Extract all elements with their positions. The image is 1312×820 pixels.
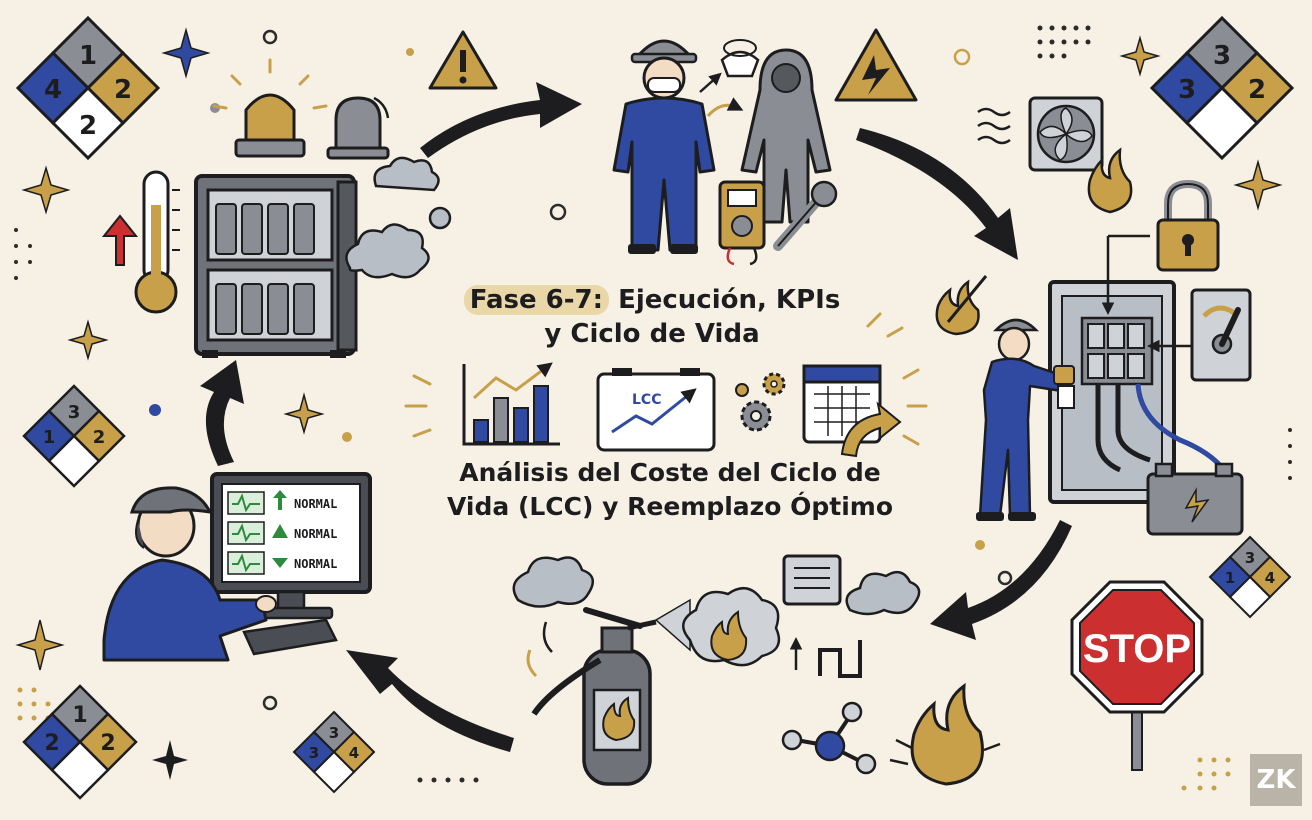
worker-ppe-figure bbox=[612, 39, 716, 254]
svg-text:1: 1 bbox=[43, 427, 56, 448]
sparkle-icon bbox=[161, 27, 211, 79]
dot-pattern-decoration bbox=[14, 25, 1292, 783]
nfpa-diamond-4: 3 1 4 bbox=[1208, 535, 1292, 619]
battery-icon bbox=[1146, 462, 1244, 536]
title-line2: y Ciclo de Vida bbox=[544, 319, 760, 349]
operator-figure bbox=[102, 486, 277, 662]
svg-text:2: 2 bbox=[114, 75, 132, 105]
diagram-title: Fase 6-7: Ejecución, KPIs y Ciclo de Vid… bbox=[452, 283, 852, 351]
battery-cabinet bbox=[194, 174, 358, 358]
technician-lockout-figure bbox=[976, 318, 1075, 521]
title-highlight: Fase 6-7: bbox=[463, 285, 610, 315]
cycle-arrow bbox=[200, 82, 1072, 752]
wrench-icon bbox=[773, 180, 838, 251]
status-normal-1: NORMAL bbox=[294, 497, 337, 511]
ring-decoration bbox=[262, 29, 278, 45]
padlock-icon bbox=[1156, 179, 1220, 272]
temperature-up-arrow-icon bbox=[101, 214, 139, 266]
air-vent-icon bbox=[782, 554, 842, 606]
svg-text:4: 4 bbox=[1265, 569, 1275, 587]
ring-decoration bbox=[549, 203, 567, 221]
svg-text:3: 3 bbox=[309, 744, 319, 762]
subtitle-line1: Análisis del Coste del Ciclo de bbox=[459, 458, 881, 487]
disconnect-switch-icon bbox=[1190, 288, 1252, 382]
kpi-bar-chart-icon bbox=[462, 362, 560, 446]
fire-hazard-small-icon bbox=[935, 275, 988, 336]
ring-decoration bbox=[997, 570, 1013, 586]
lcc-label: LCC bbox=[632, 392, 661, 408]
extinguisher-spray-cloud bbox=[654, 587, 781, 667]
ring-decoration bbox=[262, 695, 278, 711]
airflow-lines bbox=[977, 107, 1011, 145]
nfpa-diamond-5: 1 2 2 bbox=[22, 684, 138, 800]
svg-text:1: 1 bbox=[1225, 569, 1235, 587]
status-normal-3: NORMAL bbox=[294, 557, 337, 571]
svg-text:2: 2 bbox=[100, 731, 115, 756]
blue-dot bbox=[149, 404, 161, 416]
fire-icon bbox=[1087, 147, 1133, 214]
large-fire-icon bbox=[889, 682, 1001, 786]
svg-text:3: 3 bbox=[1245, 549, 1255, 567]
brand-logo: ZK bbox=[1250, 754, 1302, 806]
svg-text:1: 1 bbox=[79, 41, 97, 71]
svg-text:2: 2 bbox=[93, 427, 106, 448]
subtitle-line2: Vida (LCC) y Reemplazo Óptimo bbox=[447, 492, 893, 521]
multimeter-icon bbox=[718, 180, 766, 266]
gears-icon bbox=[735, 372, 786, 432]
fire-extinguisher-icon bbox=[531, 607, 657, 786]
pipe-icon bbox=[818, 640, 862, 678]
status-normal-2: NORMAL bbox=[294, 527, 337, 541]
svg-text:3: 3 bbox=[68, 402, 81, 423]
protective-suit-icon bbox=[740, 48, 832, 224]
monitor-screen: NORMAL NORMAL NORMAL bbox=[210, 472, 372, 620]
stop-sign: STOP bbox=[1070, 580, 1204, 771]
ventilation-fan-icon bbox=[1028, 96, 1104, 172]
bell-icon bbox=[326, 96, 390, 160]
sparkle-icon bbox=[15, 35, 1283, 671]
nfpa-diamond-1: 1 4 2 2 bbox=[15, 15, 161, 161]
nfpa-diamond-2: 3 3 2 bbox=[1149, 15, 1295, 161]
nfpa-diamond-3: 3 1 2 bbox=[22, 384, 126, 488]
svg-text:3: 3 bbox=[329, 724, 339, 742]
keyboard-icon bbox=[242, 618, 338, 656]
svg-text:2: 2 bbox=[1248, 75, 1266, 105]
svg-text:2: 2 bbox=[44, 731, 59, 756]
smoke-cloud-icon bbox=[512, 556, 595, 608]
gas-cloud-icon bbox=[845, 570, 921, 616]
calendar-icon bbox=[802, 364, 902, 458]
nfpa-diamond-6: 3 3 4 bbox=[292, 710, 376, 794]
emphasis-ticks bbox=[404, 312, 928, 446]
face-mask-icon bbox=[720, 39, 760, 78]
svg-text:3: 3 bbox=[1178, 75, 1196, 105]
electric-hazard-icon bbox=[834, 28, 918, 102]
alarm-light-icon bbox=[212, 58, 328, 158]
title-line1: Ejecución, KPIs bbox=[609, 285, 841, 315]
svg-text:2: 2 bbox=[79, 111, 97, 141]
sparkle-icon bbox=[152, 740, 188, 780]
thermometer-icon bbox=[134, 170, 180, 314]
electrical-panel bbox=[1048, 280, 1226, 504]
svg-text:1: 1 bbox=[72, 703, 87, 728]
svg-text:3: 3 bbox=[1213, 41, 1231, 71]
smoke-cloud-icon bbox=[345, 156, 452, 279]
stop-label: STOP bbox=[1083, 627, 1191, 671]
warning-icon bbox=[428, 30, 498, 90]
ring-decoration bbox=[953, 48, 971, 66]
svg-text:4: 4 bbox=[349, 744, 359, 762]
svg-text:4: 4 bbox=[44, 75, 62, 105]
molecule-icon bbox=[781, 701, 877, 775]
diagram-subtitle: Análisis del Coste del Ciclo de Vida (LC… bbox=[430, 456, 910, 524]
lcc-monitor-icon: LCC bbox=[596, 368, 716, 452]
